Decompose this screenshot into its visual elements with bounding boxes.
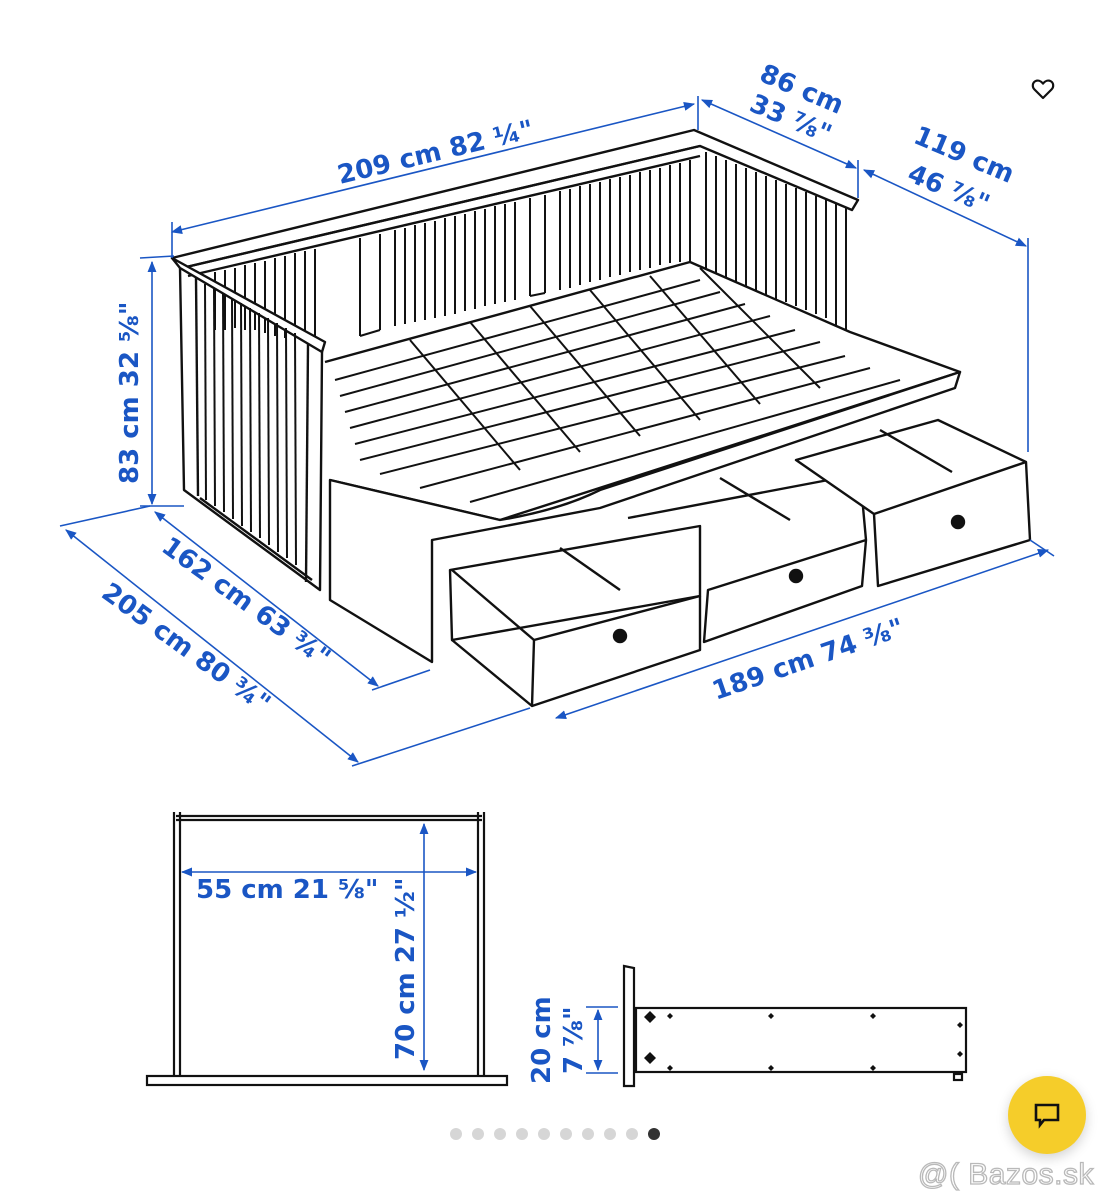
dim-drawer-height-in: 7 ⅞"	[559, 1006, 589, 1074]
favorite-button[interactable]	[1026, 74, 1060, 104]
pager-dot-10-active[interactable]	[648, 1128, 660, 1140]
pager-dot-3[interactable]	[494, 1128, 506, 1140]
pager-dot-1[interactable]	[450, 1128, 462, 1140]
chat-bubble-icon	[1034, 1103, 1060, 1129]
drawer-top-view	[145, 812, 509, 1087]
chat-button[interactable]	[1008, 1076, 1086, 1154]
pager-dot-8[interactable]	[604, 1128, 616, 1140]
image-pager	[450, 1128, 660, 1140]
drawer-side-fasteners	[644, 1011, 963, 1071]
pager-dot-4[interactable]	[516, 1128, 528, 1140]
dimension-lines	[59, 96, 1055, 767]
pager-dot-5[interactable]	[538, 1128, 550, 1140]
dim-height: 83 cm 32 ⅝"	[115, 302, 145, 484]
bed-illustration	[170, 128, 1032, 708]
pager-dot-9[interactable]	[626, 1128, 638, 1140]
dim-drawer-width: 55 cm 21 ⅝"	[196, 875, 378, 905]
pager-dot-2[interactable]	[472, 1128, 484, 1140]
heart-outline-icon	[1031, 79, 1055, 100]
dim-drawer-depth: 70 cm 27 ½"	[391, 878, 421, 1060]
pager-dot-6[interactable]	[560, 1128, 572, 1140]
watermark: @( Bazos.sk	[917, 1157, 1094, 1191]
pager-dot-7[interactable]	[582, 1128, 594, 1140]
dim-drawer-height-cm: 20 cm	[527, 996, 557, 1084]
drawer-side-view	[622, 964, 968, 1088]
